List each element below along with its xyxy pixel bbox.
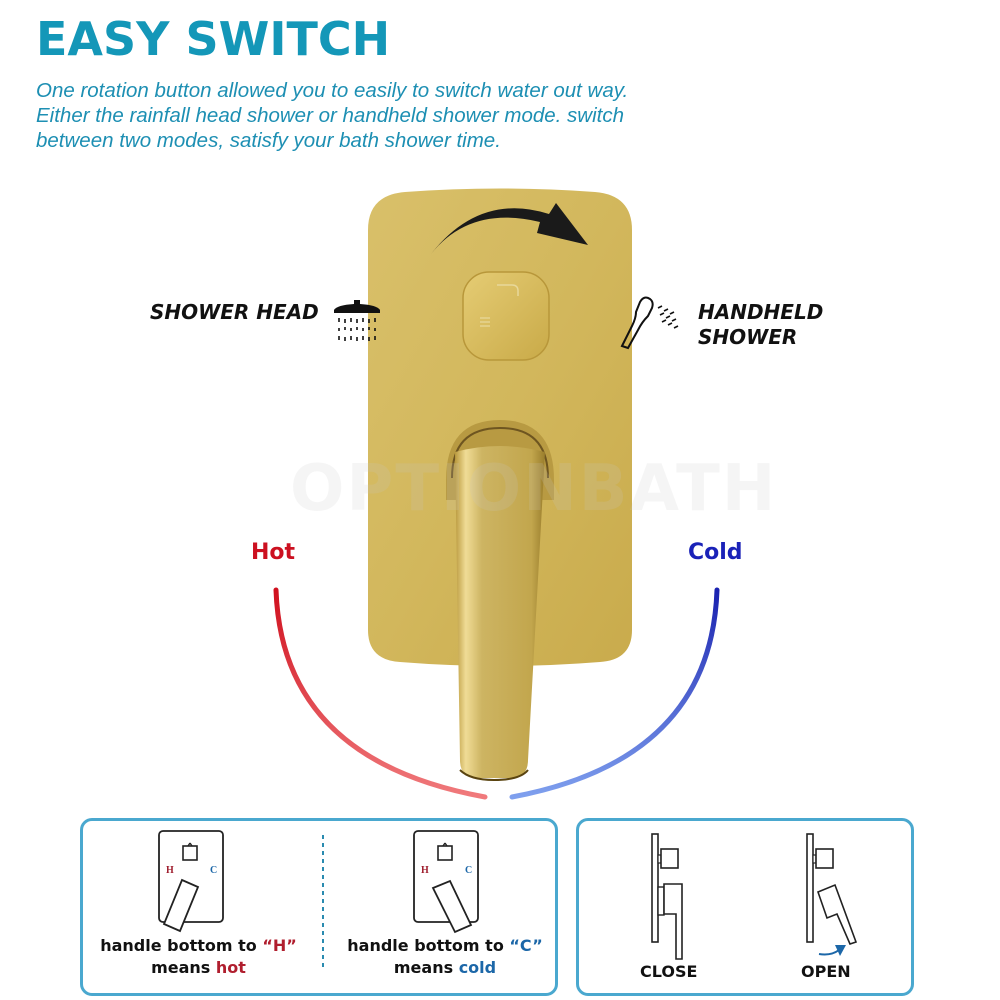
handheld-shower-label: HANDHELD SHOWER [698, 300, 824, 349]
handheld-shower-icon [620, 296, 679, 350]
hot-arc [273, 587, 488, 800]
cold-caption: handle bottom to “C” means cold [347, 936, 543, 977]
open-label: OPEN [801, 962, 851, 981]
open-handle-diagram [806, 833, 858, 956]
diverter-button [462, 271, 550, 361]
rainfall-shower-head-icon [334, 300, 380, 341]
faucet-handle [455, 446, 545, 778]
description-line-2: Either the rainfall head shower or handh… [36, 104, 624, 127]
handle-to-h-diagram: H C [158, 830, 224, 933]
handle-to-c-diagram: H C [413, 830, 479, 934]
closed-handle-diagram [651, 833, 683, 960]
curved-arrow-right-icon [431, 203, 588, 254]
hot-label: Hot [251, 540, 296, 565]
svg-text:H: H [421, 865, 429, 876]
description-line-1: One rotation button allowed you to easil… [36, 79, 629, 102]
open-close-panel [576, 818, 914, 996]
diagram-c-letter: C [210, 865, 217, 876]
description: One rotation button allowed you to easil… [36, 78, 716, 153]
cold-label: Cold [688, 540, 743, 565]
open-direction-arrow-icon [818, 949, 840, 956]
diagram-h-letter: H [166, 865, 174, 876]
close-label: CLOSE [640, 962, 698, 981]
description-line-3: between two modes, satisfy your bath sho… [36, 129, 501, 152]
shower-head-label: SHOWER HEAD [150, 300, 319, 324]
cold-arc [509, 587, 720, 800]
watermark: OPTIONBATH [290, 452, 778, 526]
page-title: EASY SWITCH [36, 12, 391, 66]
panel-divider [322, 835, 324, 970]
hot-caption: handle bottom to “H” means hot [100, 936, 297, 977]
svg-text:C: C [465, 865, 472, 876]
